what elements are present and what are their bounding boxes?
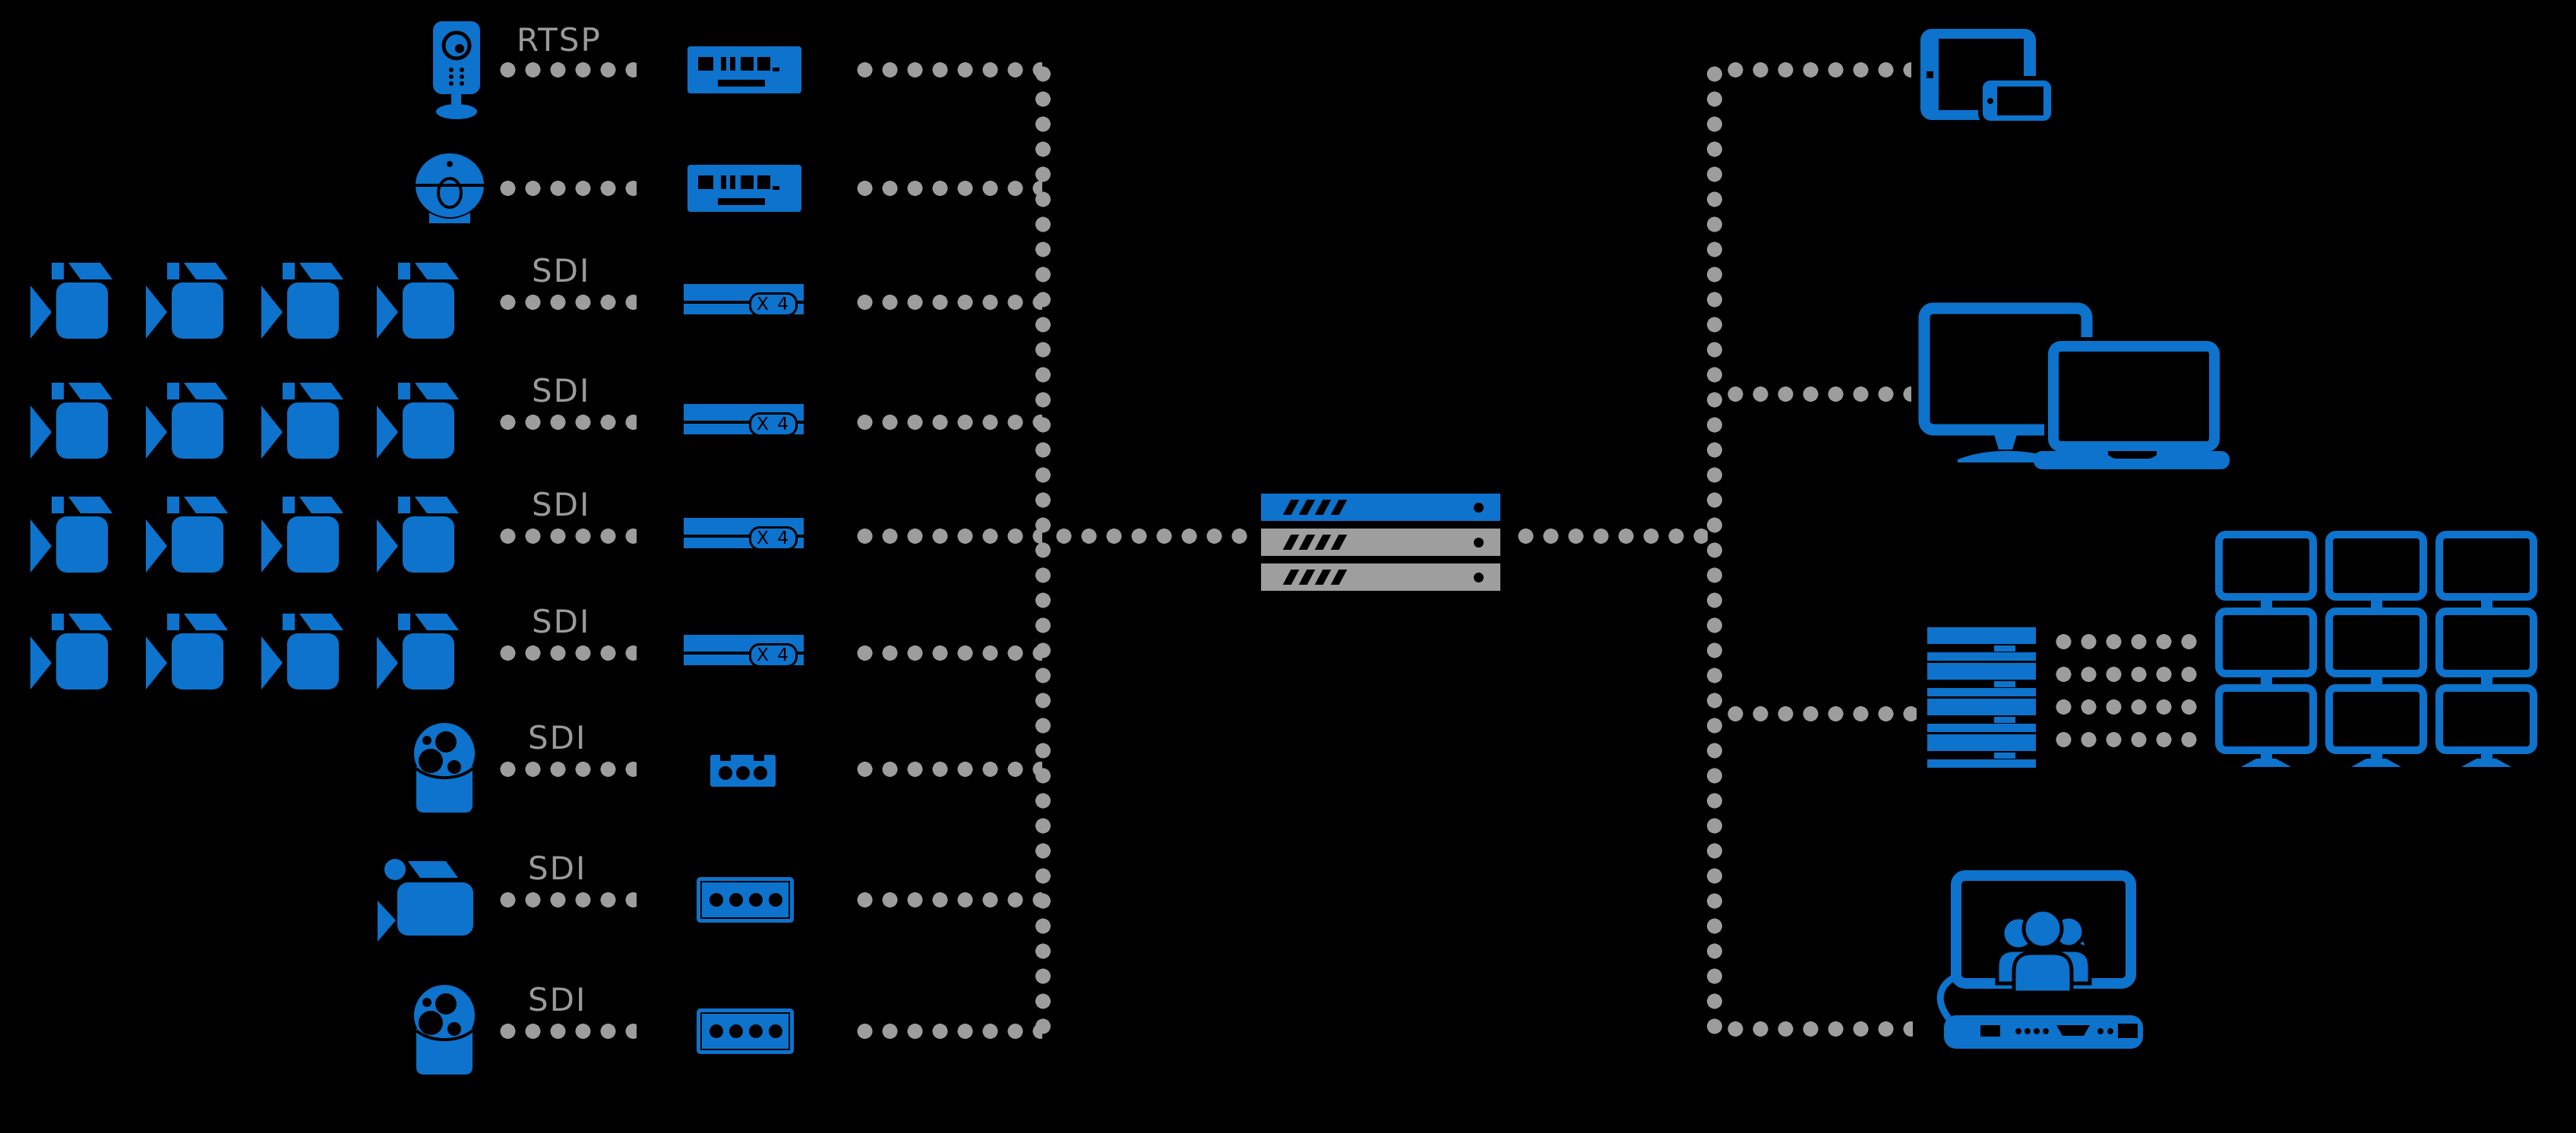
protocol-label: SDI <box>528 850 587 887</box>
video-camera-icon <box>29 497 128 576</box>
protocol-label: RTSP <box>517 21 602 58</box>
video-camera-icon <box>375 263 474 342</box>
video-camera-icon <box>144 497 243 576</box>
protocol-label: SDI <box>528 719 587 756</box>
video-camera-group <box>29 614 485 693</box>
video-camera-icon <box>29 263 128 342</box>
dotted-connector <box>495 414 637 431</box>
streaming-encoder-icon <box>687 165 801 212</box>
quad-encoder-icon: X 4 <box>684 284 804 320</box>
rack-server-icon <box>1927 627 2036 768</box>
dotted-connector <box>495 761 637 778</box>
quad-encoder-icon: X 4 <box>684 404 804 440</box>
dotted-connector <box>495 892 637 908</box>
power-led <box>1474 538 1484 548</box>
dotted-connector <box>852 62 1042 78</box>
protocol-label: SDI <box>532 603 591 640</box>
dotted-connector <box>1723 705 1917 722</box>
server-unit <box>1261 494 1500 521</box>
dotted-connector <box>852 892 1042 908</box>
dotted-connector <box>2051 633 2200 650</box>
video-camera-icon <box>375 497 474 576</box>
x4-badge: X 4 <box>749 412 798 437</box>
dotted-connector <box>1723 62 1911 78</box>
video-camera-icon <box>260 263 359 342</box>
dotted-connector <box>852 1023 1042 1040</box>
ip-camera-icon <box>422 20 489 120</box>
capture-box-3-port-icon <box>710 752 776 787</box>
dotted-connector <box>852 180 1042 197</box>
protocol-label: SDI <box>532 372 591 409</box>
dotted-connector <box>495 180 637 197</box>
dotted-connector <box>852 761 1042 778</box>
x4-badge: X 4 <box>749 292 798 317</box>
video-camera-icon <box>260 383 359 462</box>
power-led <box>1474 573 1484 582</box>
dotted-connector <box>495 645 637 661</box>
dotted-connector <box>1513 528 1708 544</box>
dotted-connector <box>852 645 1042 661</box>
protocol-label: SDI <box>528 981 587 1018</box>
quad-encoder-icon: X 4 <box>684 518 804 554</box>
video-camera-icon <box>260 497 359 576</box>
source-bus-line <box>1035 62 1051 1040</box>
streaming-encoder-icon <box>687 46 801 93</box>
server-unit <box>1261 563 1500 591</box>
output-bus-line <box>1706 62 1723 1037</box>
server-unit <box>1261 529 1500 556</box>
protocol-label: SDI <box>532 486 591 523</box>
x4-badge: X 4 <box>749 643 798 667</box>
protocol-label: SDI <box>532 252 591 289</box>
x4-badge: X 4 <box>749 526 798 551</box>
ptz-dome-camera-icon <box>410 983 479 1078</box>
dotted-connector <box>2051 731 2200 748</box>
video-camera-icon <box>29 614 128 693</box>
video-camera-icon <box>375 614 474 693</box>
dotted-connector <box>495 294 637 311</box>
dotted-connector <box>495 62 637 78</box>
video-conference-system-icon <box>1933 869 2155 1058</box>
dotted-connector <box>852 528 1042 544</box>
desktop-and-laptop-icon <box>1918 302 2233 471</box>
dotted-connector <box>852 294 1042 311</box>
capture-box-4-port-icon <box>697 1008 794 1054</box>
dotted-connector <box>1723 1021 1913 1037</box>
video-camera-group <box>29 497 485 576</box>
dotted-connector <box>2051 699 2200 715</box>
dotted-connector <box>495 528 637 544</box>
video-camera-icon <box>144 383 243 462</box>
dotted-connector <box>495 1023 637 1040</box>
media-server-icon <box>1261 494 1500 598</box>
video-camera-icon <box>29 383 128 462</box>
dotted-connector <box>852 414 1042 431</box>
tablet-and-phone-icon <box>1920 29 2056 126</box>
video-camera-group <box>29 383 485 462</box>
power-led <box>1474 503 1484 513</box>
quad-encoder-icon: X 4 <box>684 635 804 671</box>
video-camera-group <box>29 263 485 342</box>
video-camera-icon <box>144 614 243 693</box>
video-wall-icon <box>2215 531 2537 768</box>
dotted-connector <box>2051 666 2200 683</box>
video-camera-icon <box>144 263 243 342</box>
dotted-connector <box>1051 528 1255 544</box>
ptz-dome-camera-icon <box>410 721 479 816</box>
video-camera-icon <box>260 614 359 693</box>
video-camera-icon <box>375 383 474 462</box>
dotted-connector <box>1723 386 1911 402</box>
webcam-icon <box>414 152 486 224</box>
capture-box-4-port-icon <box>697 877 794 923</box>
camcorder-icon <box>376 857 494 944</box>
